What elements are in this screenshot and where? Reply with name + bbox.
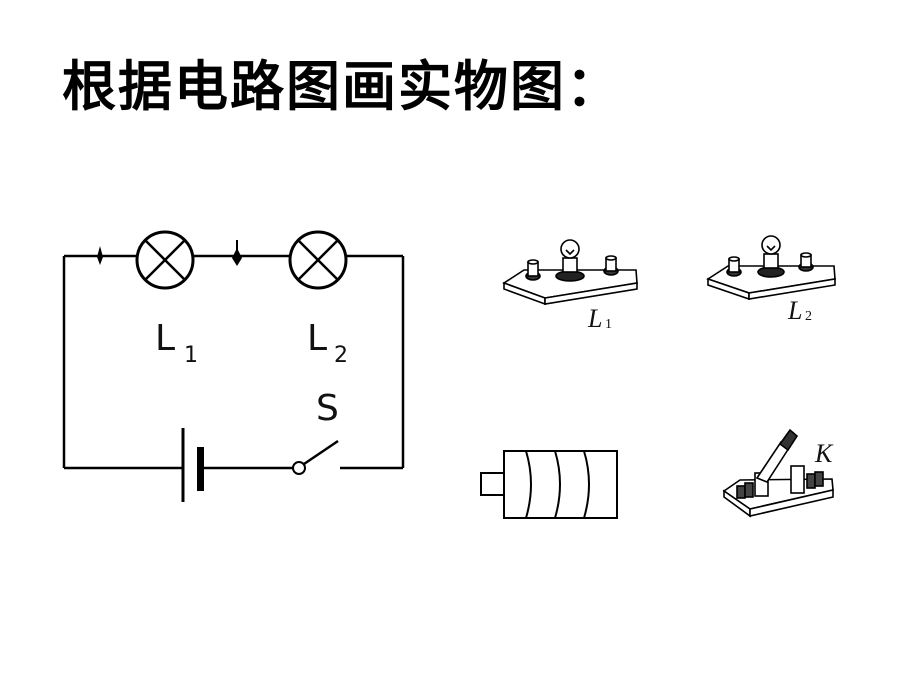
object-l1-letter: L: [587, 304, 602, 333]
object-l2-letter: L: [787, 296, 802, 325]
lamp-l2-symbol: [288, 230, 348, 290]
junction-marks: [97, 240, 242, 266]
object-l2-sub: 2: [805, 309, 812, 324]
junction-dot-left: [97, 246, 103, 265]
lamp-holder-l1: [502, 239, 638, 306]
battery-pack: [480, 450, 618, 519]
lamp-holder-l2: [706, 235, 836, 301]
schematic-l2-letter: L: [307, 318, 327, 359]
schematic-l2-sub: 2: [334, 343, 348, 368]
schematic-l1-letter: L: [155, 318, 175, 359]
circuit-schematic: [62, 230, 405, 502]
schematic-l1-sub: 1: [184, 343, 198, 368]
object-l1-sub: 1: [605, 317, 612, 332]
knife-switch: [722, 428, 834, 518]
schematic-switch-label: S: [316, 388, 339, 429]
page-title: 根据电路图画实物图：: [62, 55, 622, 118]
object-switch-label: K: [814, 439, 834, 468]
switch-symbol: [292, 439, 339, 475]
lamp-l1-symbol: [135, 230, 195, 290]
junction-dot-middle: [232, 248, 242, 266]
battery-symbol: [181, 428, 204, 502]
